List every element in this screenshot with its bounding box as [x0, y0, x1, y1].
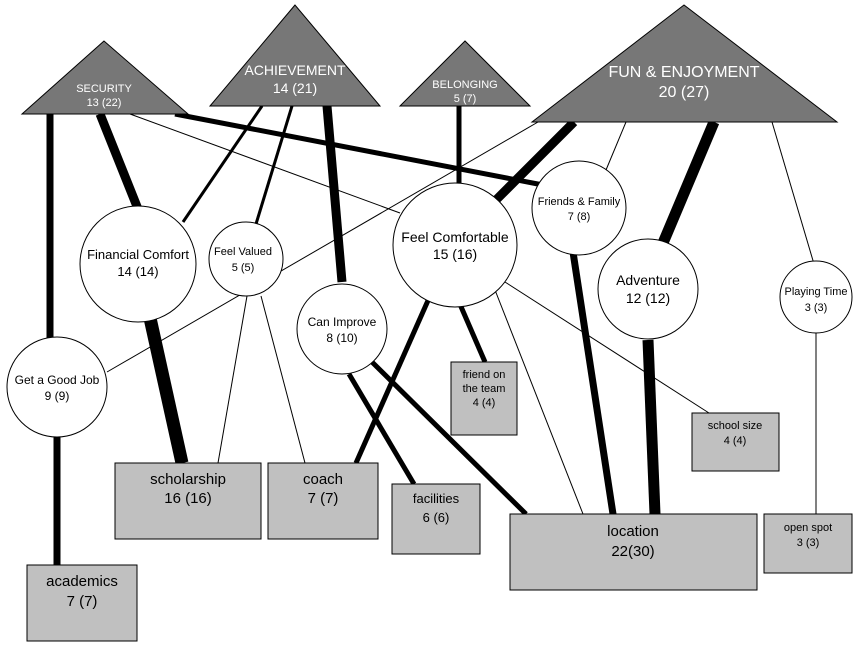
link-friends-location: [569, 251, 617, 515]
location-label: location: [607, 523, 659, 540]
scholarship-label: scholarship: [150, 471, 226, 488]
open-spot-count: 3 (3): [797, 537, 820, 549]
value-security: SECURITY 13 (22): [20, 40, 190, 115]
feel-valued-count: 5 (5): [232, 262, 255, 274]
can-improve-count: 8 (10): [326, 331, 357, 345]
value-belonging: BELONGING 5 (7): [398, 40, 532, 107]
link-fun-friends: [605, 121, 627, 171]
academics-count: 7 (7): [67, 593, 98, 610]
link-fun-adventure: [657, 119, 720, 246]
link-adventure-location: [642, 339, 661, 515]
feel-comfortable-label: Feel Comfortable: [401, 229, 509, 245]
link-comfortable-friendteam: [456, 301, 488, 363]
consequence-can-improve: Can Improve 8 (10): [296, 283, 388, 375]
link-comfortable-location: [494, 289, 584, 515]
value-fun-count: 20 (27): [659, 84, 710, 101]
friend-team-count: 4 (4): [473, 397, 496, 409]
link-valued-coach: [260, 295, 306, 464]
attribute-facilities: facilities 6 (6): [391, 483, 481, 555]
financial-comfort-count: 14 (14): [117, 264, 158, 279]
link-comfortable-coach: [353, 294, 433, 465]
value-belonging-count: 5 (7): [454, 93, 477, 105]
link-fun-comfortable: [491, 118, 578, 205]
adventure-label: Adventure: [616, 272, 680, 288]
link-valued-scholarship: [217, 295, 248, 464]
attribute-open-spot: open spot 3 (3): [763, 513, 853, 574]
friend-team-line1: friend on: [463, 369, 506, 381]
feel-comfortable-count: 15 (16): [433, 246, 477, 262]
link-comfortable-schoolsize: [504, 281, 710, 414]
good-job-label: Get a Good Job: [15, 373, 100, 387]
financial-comfort-label: Financial Comfort: [87, 247, 189, 262]
consequence-get-a-good-job: Get a Good Job 9 (9): [6, 336, 108, 438]
link-achievement-financial: [181, 105, 264, 223]
consequence-adventure: Adventure 12 (12): [597, 238, 699, 340]
facilities-label: facilities: [413, 491, 460, 506]
coach-count: 7 (7): [308, 490, 339, 507]
link-fun-goodjob: [106, 121, 539, 373]
scholarship-count: 16 (16): [164, 490, 212, 507]
facilities-count: 6 (6): [423, 510, 450, 525]
value-security-count: 13 (22): [87, 97, 122, 109]
link-security-comfortable: [129, 113, 401, 214]
link-improve-facilities: [346, 372, 417, 486]
consequence-friends-family: Friends & Family 7 (8): [531, 160, 627, 256]
school-size-label: school size: [708, 420, 762, 432]
school-size-count: 4 (4): [724, 435, 747, 447]
link-fun-playing: [771, 121, 815, 265]
friend-team-line2: the team: [463, 383, 506, 395]
attribute-scholarship: scholarship 16 (16): [114, 462, 262, 540]
value-achievement-title: ACHIEVEMENT: [244, 62, 346, 78]
playing-time-label: Playing Time: [785, 286, 848, 298]
links: [46, 105, 817, 565]
link-financial-scholarship: [143, 316, 189, 465]
link-security-friends: [174, 111, 544, 188]
friends-family-count: 7 (8): [568, 211, 591, 223]
consequence-feel-comfortable: Feel Comfortable 15 (16): [392, 182, 518, 308]
attribute-academics: academics 7 (7): [26, 564, 138, 642]
value-fun-enjoyment: FUN & ENJOYMENT 20 (27): [530, 4, 839, 123]
good-job-count: 9 (9): [45, 389, 70, 403]
link-improve-location: [370, 360, 528, 516]
value-achievement-count: 14 (21): [273, 80, 317, 96]
consequence-financial-comfort: Financial Comfort 14 (14): [79, 205, 197, 323]
consequence-feel-valued: Feel Valued 5 (5): [208, 221, 284, 297]
friends-family-label: Friends & Family: [538, 196, 621, 208]
adventure-count: 12 (12): [626, 290, 670, 306]
can-improve-label: Can Improve: [308, 315, 377, 329]
value-security-title: SECURITY: [76, 83, 132, 95]
link-security-financial: [95, 112, 143, 211]
location-count: 22(30): [611, 543, 654, 560]
feel-valued-label: Feel Valued: [214, 246, 272, 258]
playing-time-count: 3 (3): [805, 302, 828, 314]
attribute-school-size: school size 4 (4): [691, 412, 780, 472]
link-achievement-valued: [254, 105, 294, 225]
value-achievement: ACHIEVEMENT 14 (21): [208, 4, 382, 107]
link-achievement-improve: [322, 105, 347, 283]
attribute-friend-on-the-team: friend on the team 4 (4): [450, 361, 518, 436]
open-spot-label: open spot: [784, 522, 832, 534]
attribute-location: location 22(30): [509, 513, 758, 591]
consequence-playing-time: Playing Time 3 (3): [779, 260, 853, 334]
coach-label: coach: [303, 471, 343, 488]
value-belonging-title: BELONGING: [432, 79, 497, 91]
value-fun-title: FUN & ENJOYMENT: [608, 64, 759, 81]
academics-label: academics: [46, 573, 118, 590]
attribute-coach: coach 7 (7): [267, 462, 379, 540]
